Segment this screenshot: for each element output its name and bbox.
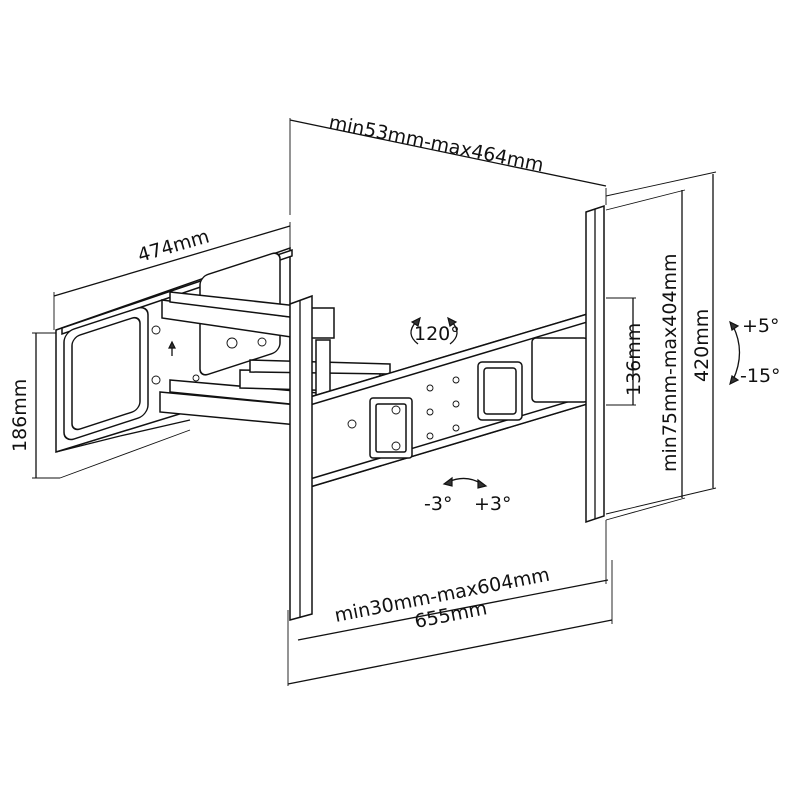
rotation-arrows [410,316,741,489]
rotate-right-label: +3° [474,493,512,515]
depth-label: min53mm-max464mm [327,111,546,176]
total-height-label: 420mm [691,309,713,382]
swivel-angle-label: 120° [414,323,460,345]
small-vertical-label: 136mm [623,323,645,396]
tilt-down-label: -15° [740,365,781,387]
vesa-vertical-label: min75mm-max404mm [659,253,681,472]
vertical-rails [289,204,605,621]
wall-plate-height-label: 186mm [9,379,31,452]
crossbar [299,310,595,492]
rotate-left-label: -3° [424,493,452,515]
dimension-lines [32,118,717,686]
tilt-up-label: +5° [742,315,780,337]
